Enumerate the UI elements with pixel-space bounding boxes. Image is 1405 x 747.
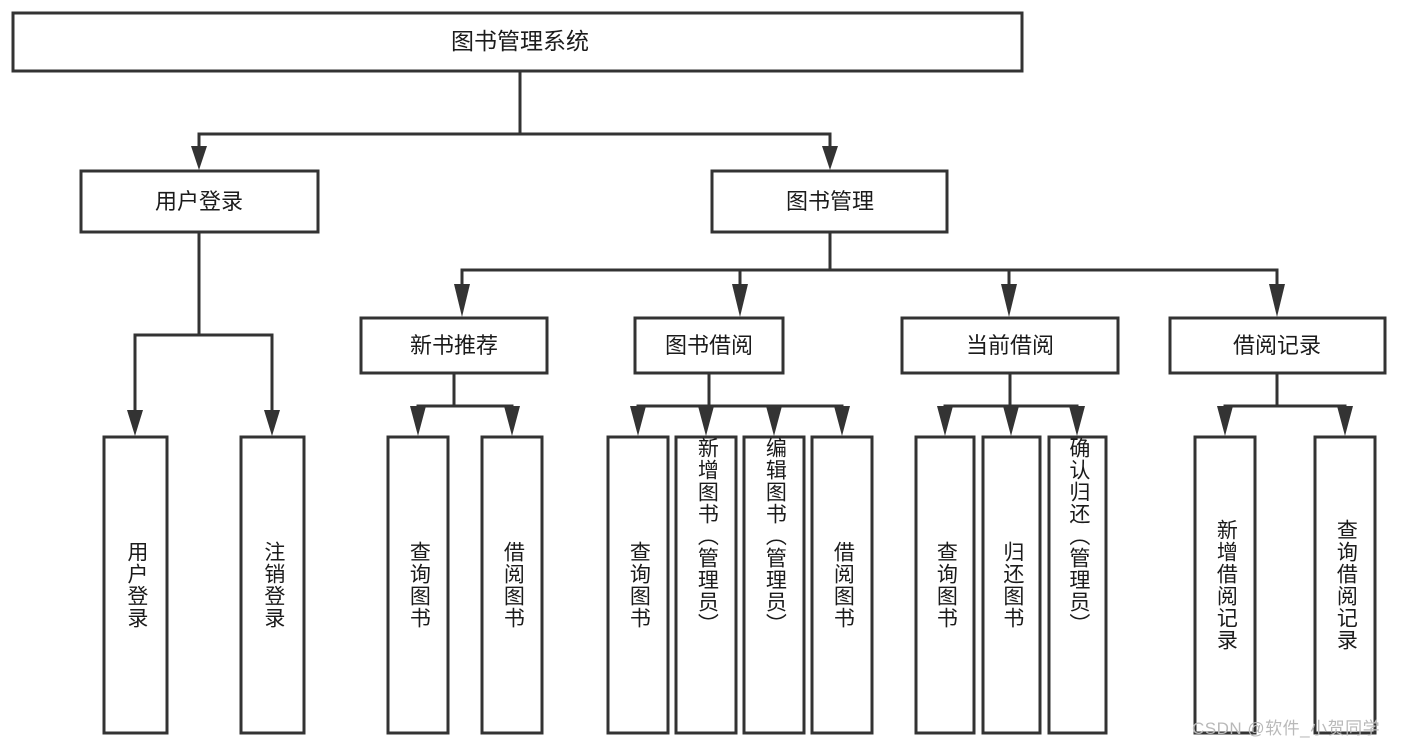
user-login-label: 用户登录 [155,189,243,214]
arrow-to-leaf-borrow-book-2 [834,406,850,436]
leaf-box-add-book[interactable] [674,435,738,735]
book-borrow-label: 图书借阅 [665,333,753,358]
arrow-to-leaf-edit-book [766,406,782,436]
leaf-box-query-book-3[interactable] [914,435,976,735]
book-manage-label: 图书管理 [786,189,874,214]
borrow-record-label: 借阅记录 [1233,333,1321,358]
arrow-to-book-manage [822,146,838,170]
arrow-to-leaf-add-book [698,406,714,436]
leaf-box-confirm-return[interactable] [1047,435,1108,735]
leaf-box-add-record[interactable] [1193,435,1257,735]
node-root[interactable]: 图书管理系统 [11,11,1024,73]
connector-root-to-level2 [191,69,838,170]
leaf-box-query-record[interactable] [1313,435,1377,735]
arrow-to-new-book-recommend [454,284,470,317]
leaf-box-query-book-1[interactable] [386,435,450,735]
arrow-to-borrow-record [1269,284,1285,317]
root-node-box [11,11,1024,73]
arrow-to-leaf-query-record [1337,406,1353,436]
csdn-watermark: CSDN @软件_小贺同学 [1192,719,1381,738]
connector-book-manage-to-level3 [454,230,1285,317]
user-login-box [79,169,320,234]
leaf-box-user-logout[interactable] [239,435,306,735]
new-book-recommend-box [359,316,549,375]
node-new-book-recommend[interactable]: 新书推荐 [359,316,549,375]
arrow-to-leaf-return-book [1003,406,1019,436]
root-node-label: 图书管理系统 [451,28,589,54]
leaf-box-return-book[interactable] [981,435,1042,735]
leaf-boxes [102,435,1377,735]
new-book-recommend-label: 新书推荐 [410,333,498,358]
arrow-to-leaf-user-logout [264,410,280,436]
arrow-to-current-borrow [1001,284,1017,317]
node-current-borrow[interactable]: 当前借阅 [900,316,1120,375]
leaf-box-borrow-book-2[interactable] [810,435,874,735]
connector-borrow-record-to-leaves [1217,371,1353,436]
arrow-to-book-borrow [732,284,748,317]
connector-new-book-recommend-to-leaves [410,371,520,436]
arrow-to-user-login [191,146,207,170]
arrow-to-leaf-query-book-3 [937,406,953,436]
leaf-box-query-book-2[interactable] [606,435,670,735]
arrow-to-leaf-add-record [1217,406,1233,436]
arrow-to-leaf-confirm-return [1069,406,1085,436]
leaf-box-edit-book[interactable] [742,435,806,735]
current-borrow-box [900,316,1120,375]
current-borrow-label: 当前借阅 [966,333,1054,358]
leaf-box-user-login[interactable] [102,435,169,735]
arrow-to-leaf-borrow-book-1 [504,406,520,436]
node-book-borrow[interactable]: 图书借阅 [633,316,785,375]
node-user-login[interactable]: 用户登录 [79,169,320,234]
leaf-box-borrow-book-1[interactable] [480,435,544,735]
connector-user-login-to-leaves [127,230,280,436]
connector-current-borrow-to-leaves [937,371,1085,436]
arrow-to-leaf-user-login [127,410,143,436]
node-book-manage[interactable]: 图书管理 [710,169,949,234]
arrow-to-leaf-query-book-2 [630,406,646,436]
arrow-to-leaf-query-book-1 [410,406,426,436]
node-borrow-record[interactable]: 借阅记录 [1168,316,1387,375]
connector-book-borrow-to-leaves [630,371,850,436]
